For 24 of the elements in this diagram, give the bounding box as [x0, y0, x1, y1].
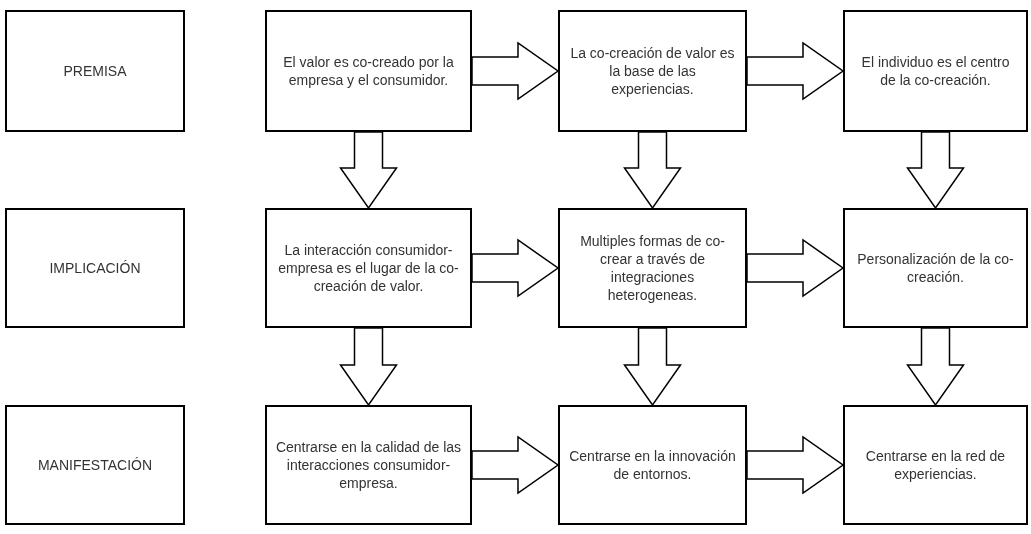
- block-arrow: [906, 131, 965, 210]
- block-arrow: [746, 41, 845, 101]
- block-arrow: [471, 435, 560, 495]
- process-box: Multiples formas de co-crear a través de integraciones heterogeneas.: [558, 208, 747, 328]
- block-arrow: [906, 327, 965, 407]
- process-box: Centrarse en la calidad de las interacciones consumidor-empresa.: [265, 405, 472, 525]
- block-arrow: [471, 41, 560, 101]
- process-box: La co-creación de valor es la base de las experiencias.: [558, 10, 747, 132]
- block-arrow: [746, 435, 845, 495]
- block-arrow: [623, 131, 682, 210]
- block-arrow: [746, 238, 845, 298]
- process-box: El individuo es el centro de la co-creación.: [843, 10, 1028, 132]
- process-box: Centrarse en la innovación de entornos.: [558, 405, 747, 525]
- row-label-box: IMPLICACIÓN: [5, 208, 185, 328]
- process-box: El valor es co-creado por la empresa y el consumidor.: [265, 10, 472, 132]
- row-label-box: MANIFESTACIÓN: [5, 405, 185, 525]
- row-label-box: PREMISA: [5, 10, 185, 132]
- process-box: Personalización de la co-creación.: [843, 208, 1028, 328]
- process-box: La interacción consumidor-empresa es el lugar de la co-creación de valor.: [265, 208, 472, 328]
- block-arrow: [339, 131, 398, 210]
- process-box: Centrarse en la red de experiencias.: [843, 405, 1028, 525]
- block-arrow: [339, 327, 398, 407]
- block-arrow: [471, 238, 560, 298]
- block-arrow: [623, 327, 682, 407]
